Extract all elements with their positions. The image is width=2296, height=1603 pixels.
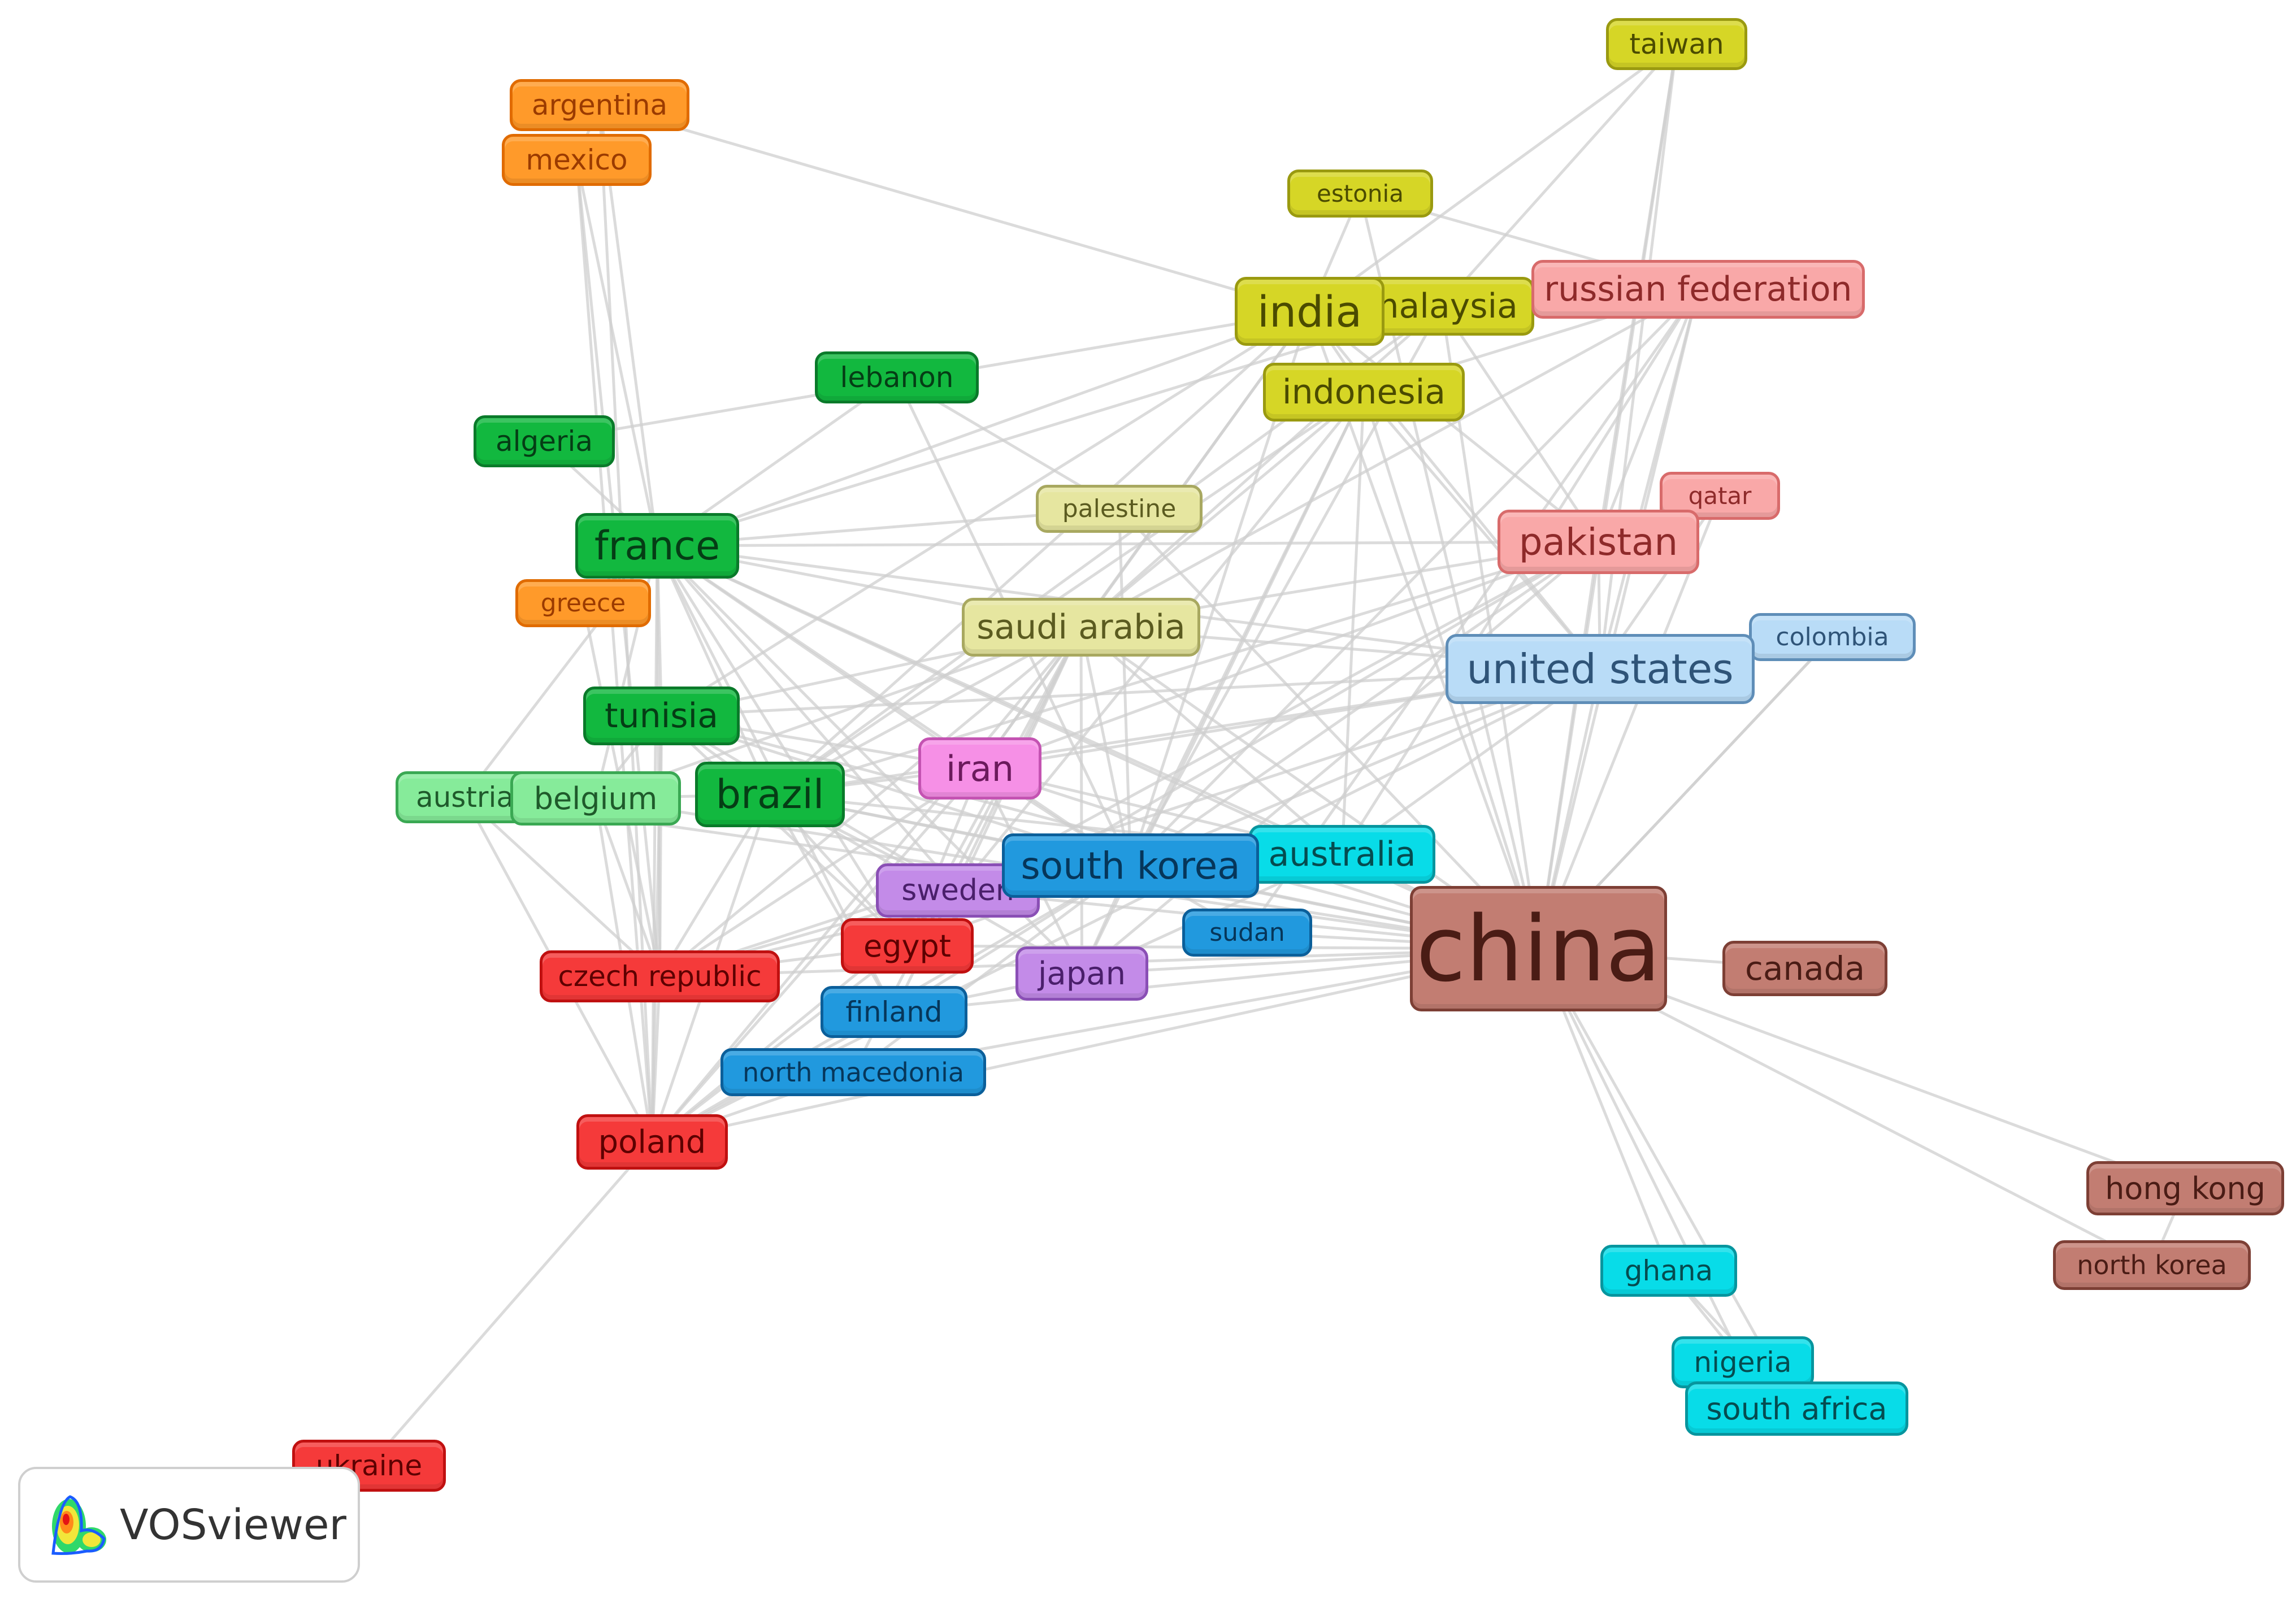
node-saudi-arabia[interactable]: saudi arabia [962,598,1200,657]
link-pakistan-india [1308,310,1600,543]
node-ghana[interactable]: ghana [1600,1245,1737,1297]
node-india[interactable]: india [1235,277,1384,346]
link-pakistan-malaysia [1440,305,1600,543]
link-iran-poland [651,767,981,1143]
vosviewer-brand-text: VOSviewer [120,1500,346,1549]
link-russian_federation-saudi_arabia [1080,288,1699,629]
node-united-states[interactable]: united states [1446,634,1755,704]
link-china-russian_federation [1537,289,1700,949]
node-france[interactable]: france [575,513,739,579]
node-north-korea[interactable]: north korea [2053,1240,2251,1290]
node-russian-federation[interactable]: russian federation [1531,260,1865,319]
link-malaysia-france [657,305,1443,548]
link-south_korea-palestine [1118,509,1132,866]
link-pakistan-japan [1080,541,1600,975]
link-france-iran [656,544,981,770]
vosviewer-badge: VOSviewer [18,1467,360,1583]
node-mexico[interactable]: mexico [502,134,652,186]
link-russian_federation-south_korea [1129,288,1699,867]
node-taiwan[interactable]: taiwan [1606,18,1747,70]
node-poland[interactable]: poland [576,1114,728,1170]
node-pakistan[interactable]: pakistan [1498,510,1699,574]
link-saudi_arabia-czech_republic [658,626,1082,978]
node-indonesia[interactable]: indonesia [1263,363,1465,422]
link-brazil-finland [769,793,896,1013]
node-belgium[interactable]: belgium [510,771,681,826]
link-indonesia-saudi_arabia [1080,391,1365,628]
link-pakistan-brazil [769,540,1599,796]
link-poland-ukraine [368,1141,653,1467]
link-india-brazil [769,310,1311,796]
vosviewer-heatmap-logo-icon [51,1495,106,1555]
link-pakistan-russian_federation [1597,289,1700,542]
link-china-south_africa [1537,948,1798,1410]
link-iran-czech_republic [659,767,981,978]
node-egypt[interactable]: egypt [841,918,974,974]
link-saudi_arabia-japan [1079,627,1083,974]
node-algeria[interactable]: algeria [474,415,615,467]
link-france-egypt [656,545,909,947]
link-czech_republic-austria [463,796,661,978]
link-malaysia-saudi_arabia [1080,305,1443,628]
node-palestine[interactable]: palestine [1036,485,1203,533]
link-indonesia-brazil [769,390,1365,796]
link-india-argentina [599,103,1310,313]
node-australia[interactable]: australia [1249,825,1435,884]
link-france-australia [656,544,1343,856]
link-india-taiwan [1309,42,1678,313]
link-france-mexico [575,159,659,546]
node-greece[interactable]: greece [515,579,651,627]
node-iran[interactable]: iran [918,737,1041,800]
link-france-sweden [656,545,959,892]
node-canada[interactable]: canada [1722,941,1887,996]
node-tunisia[interactable]: tunisia [583,687,740,745]
node-lebanon[interactable]: lebanon [815,351,979,403]
link-tunisia-egypt [660,715,909,947]
node-japan[interactable]: japan [1015,946,1148,1001]
link-poland-egypt [651,945,909,1143]
link-indonesia-australia [1340,392,1365,855]
link-czech_republic-belgium [594,798,661,977]
node-south-korea[interactable]: south korea [1002,833,1259,898]
node-sudan[interactable]: sudan [1182,909,1312,957]
node-nigeria[interactable]: nigeria [1672,1336,1814,1388]
node-hong-kong[interactable]: hong kong [2086,1161,2284,1215]
node-finland[interactable]: finland [821,986,967,1038]
link-france-brazil [656,545,771,796]
node-estonia[interactable]: estonia [1287,170,1433,218]
node-north-macedonia[interactable]: north macedonia [721,1048,986,1096]
node-brazil[interactable]: brazil [695,762,845,827]
link-tunisia-czech_republic [658,715,663,977]
link-united_states-russian_federation [1599,289,1700,670]
link-malaysia-taiwan [1440,43,1678,307]
node-argentina[interactable]: argentina [510,79,689,131]
link-united_states-indonesia [1362,391,1601,670]
node-czech-republic[interactable]: czech republic [540,950,780,1002]
link-pakistan-south_korea [1130,540,1599,867]
node-colombia[interactable]: colombia [1749,613,1916,661]
node-south-africa[interactable]: south africa [1685,1382,1908,1436]
node-china[interactable]: china [1410,886,1667,1011]
link-china-poland [652,947,1539,1144]
link-pakistan-france [657,540,1599,548]
